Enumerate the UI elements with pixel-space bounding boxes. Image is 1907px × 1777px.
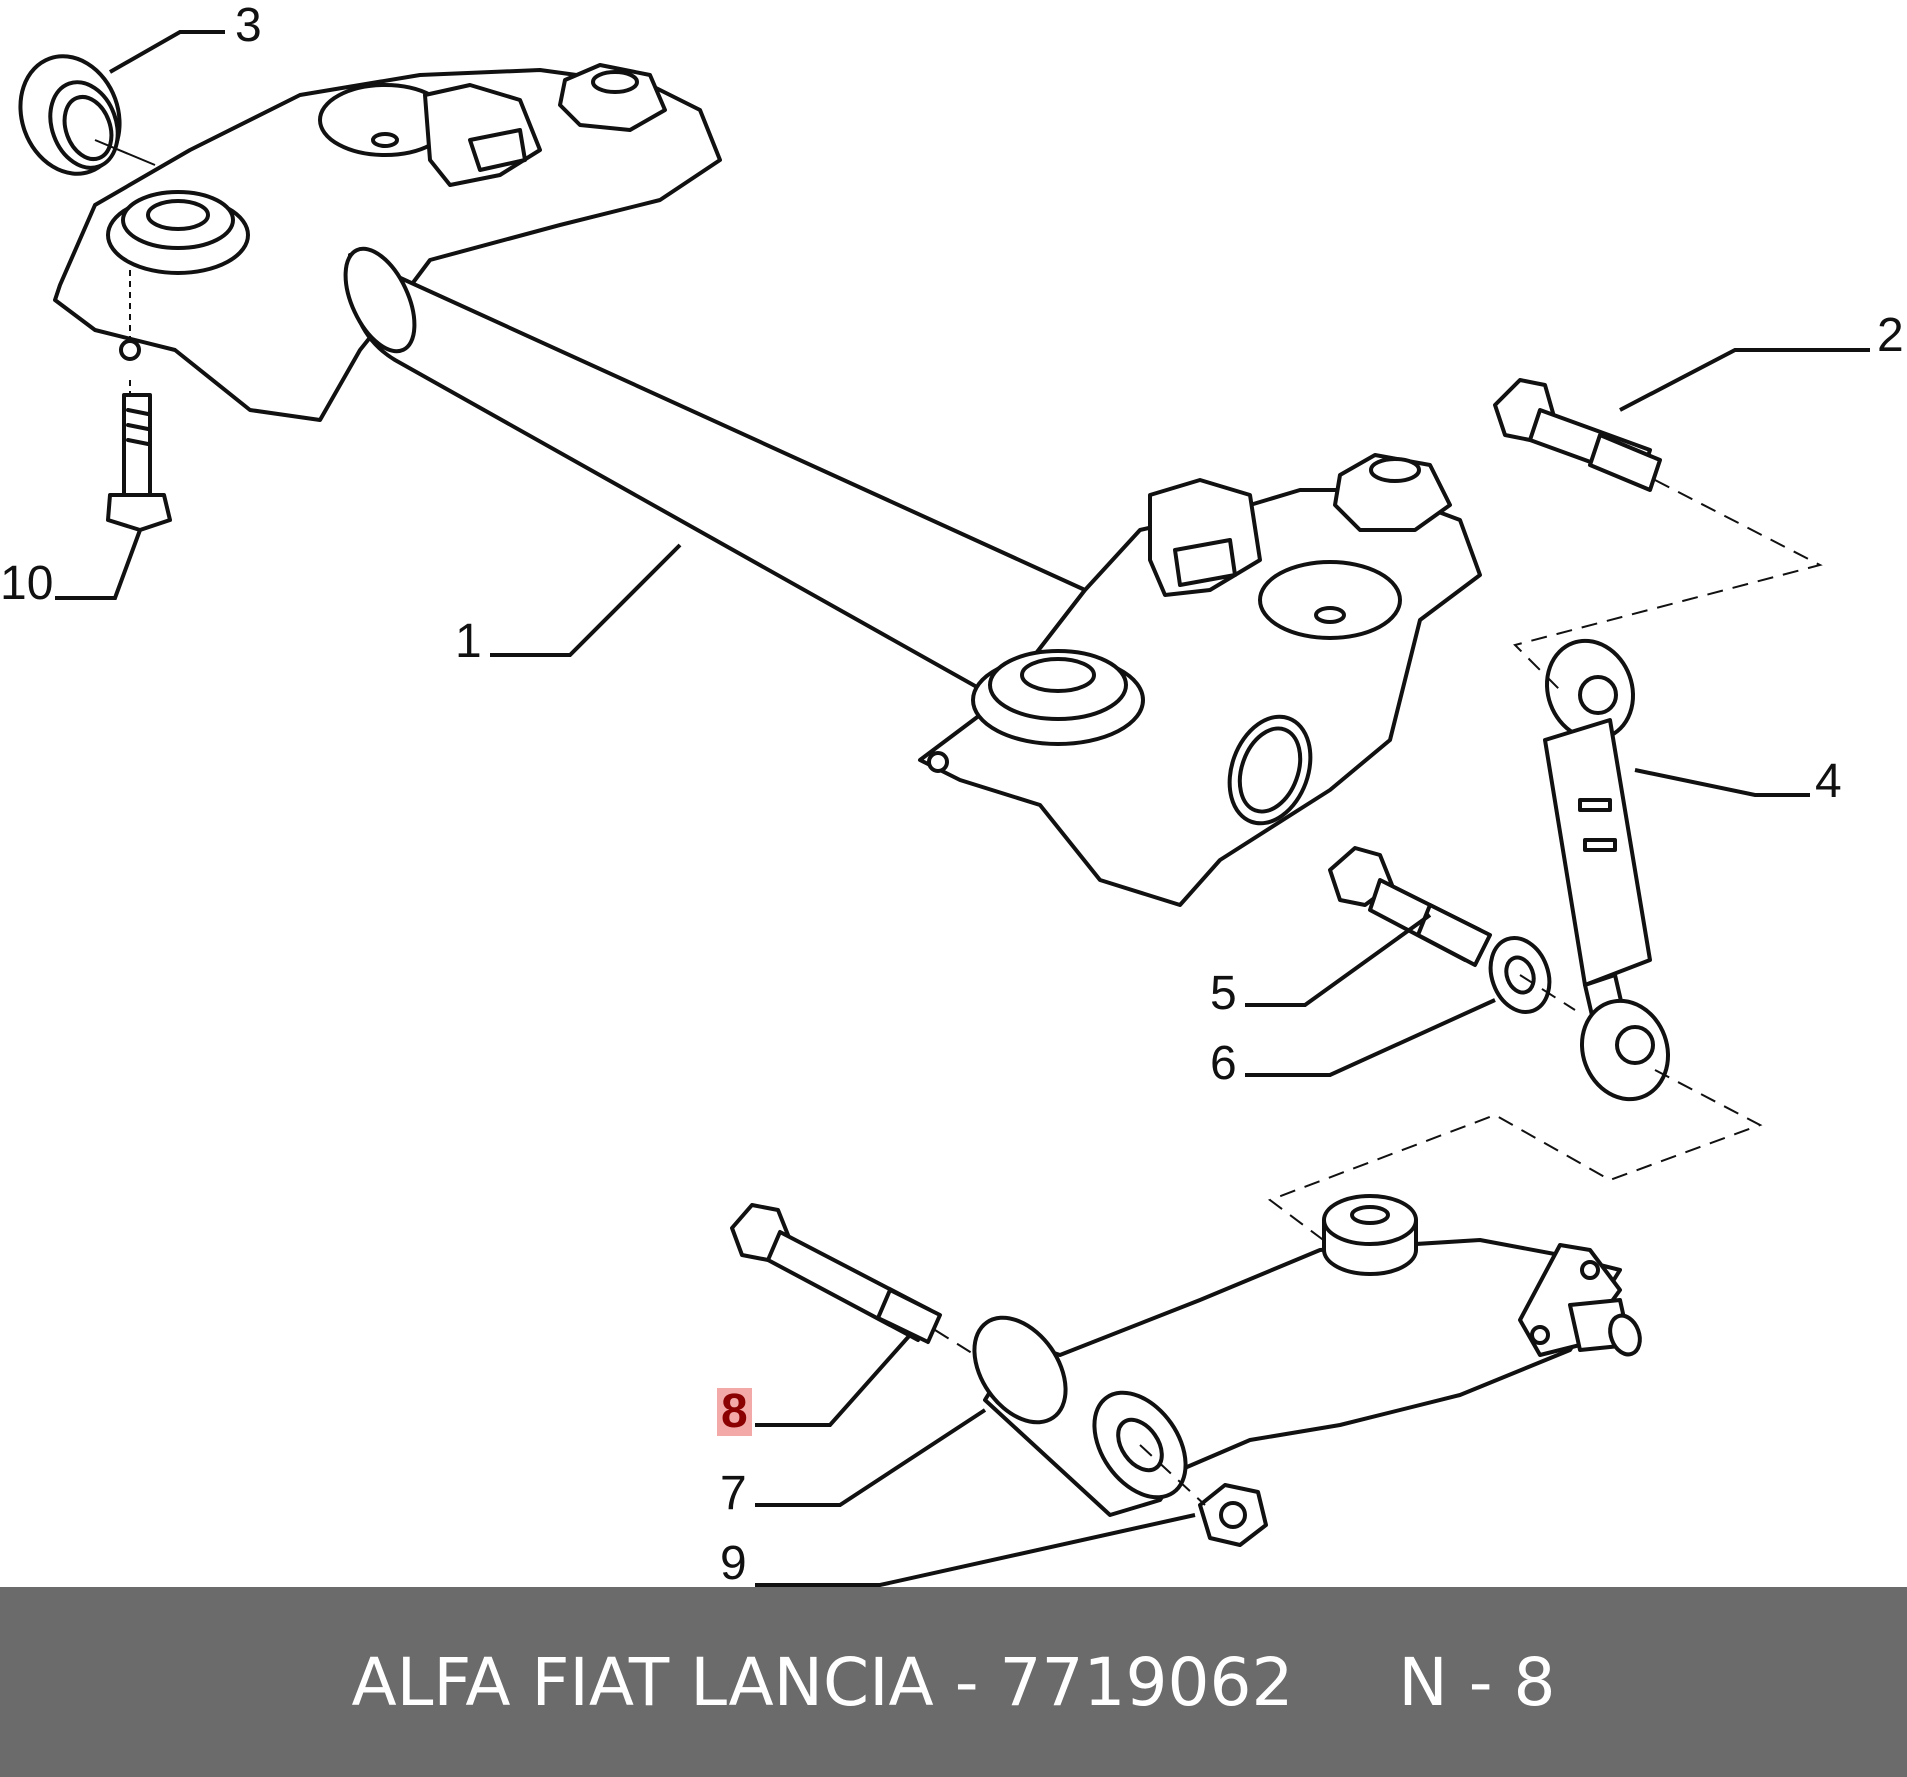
callout-8: 8 <box>717 1388 752 1436</box>
callout-7: 7 <box>720 1467 747 1520</box>
callout-5: 5 <box>1210 967 1237 1020</box>
assembly-guides <box>934 479 1823 1506</box>
vertical-bolt <box>106 393 172 532</box>
callout-9: 9 <box>720 1537 747 1590</box>
trailing-arm <box>972 1194 1642 1517</box>
shock-absorber <box>1543 638 1671 1102</box>
footer-gap <box>1293 1644 1398 1721</box>
shock-upper-bolt <box>1493 378 1662 492</box>
footer-brand: ALFA FIAT LANCIA <box>351 1643 934 1721</box>
footer-separator: - <box>933 1643 1000 1721</box>
exploded-parts-diagram <box>18 30 1870 1587</box>
shock-lower-bolt <box>1328 846 1492 967</box>
callout-6: 6 <box>1210 1037 1237 1090</box>
callout-10: 10 <box>0 557 54 610</box>
leader-lines <box>55 30 1870 1587</box>
callout-1: 1 <box>455 615 482 668</box>
callout-3: 3 <box>235 0 262 52</box>
callout-4: 4 <box>1815 755 1842 808</box>
nut <box>1198 1483 1268 1547</box>
footer-bar: ALFA FIAT LANCIA - 7719062 N - 8 <box>0 1587 1907 1777</box>
footer-part-number: 7719062 <box>999 1643 1294 1721</box>
arm-bolt <box>730 1203 942 1344</box>
axle-beam <box>53 63 1482 907</box>
rubber-bushing <box>18 54 122 176</box>
callout-2: 2 <box>1877 309 1904 362</box>
footer-position: N - 8 <box>1398 1643 1556 1721</box>
